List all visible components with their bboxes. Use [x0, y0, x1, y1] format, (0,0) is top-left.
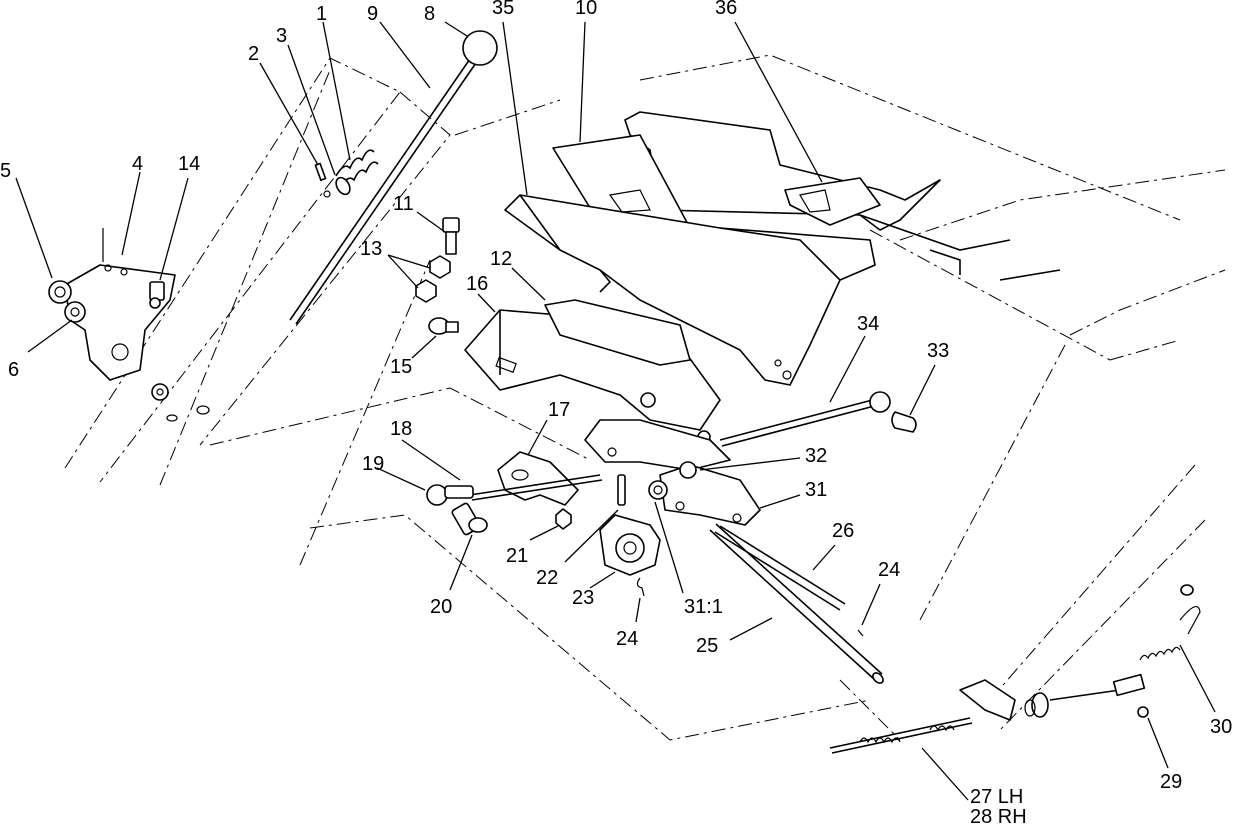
callout-31-1: 31:1 [684, 596, 723, 618]
callout-33: 33 [927, 340, 949, 362]
callout-30: 30 [1210, 716, 1232, 738]
callout-21: 21 [506, 545, 528, 567]
callout-2: 2 [248, 43, 259, 65]
callout-24-upper: 24 [878, 559, 900, 581]
callout-26: 26 [832, 520, 854, 542]
rod-end [426, 484, 448, 506]
actuator-rod [709, 523, 884, 684]
callout-8: 8 [424, 3, 435, 25]
callout-22: 22 [536, 567, 558, 589]
mounting-hardware [415, 217, 460, 335]
bushing-lower [64, 301, 86, 323]
callout-12: 12 [490, 248, 512, 270]
callout-11: 11 [393, 193, 414, 215]
callout-25: 25 [696, 635, 718, 657]
lever-knob [462, 30, 498, 66]
callout-6: 6 [8, 359, 19, 381]
callout-15: 15 [390, 356, 412, 378]
callout-5: 5 [0, 160, 11, 182]
link-rod [719, 391, 917, 447]
callout-24-lower: 24 [616, 628, 638, 650]
callout-4: 4 [132, 153, 143, 175]
bushing-32 [679, 461, 697, 479]
callout-36: 36 [715, 0, 737, 19]
pivot-arm [584, 419, 761, 597]
callout-14: 14 [178, 153, 200, 175]
control-lever [289, 30, 498, 325]
callout-31: 31 [805, 479, 827, 501]
frame-phantom-outline [64, 54, 1226, 741]
callout-23: 23 [572, 587, 594, 609]
callout-28-rh: 28 RH [970, 806, 1027, 828]
callout-34: 34 [857, 313, 879, 335]
callout-9: 9 [367, 3, 378, 25]
callout-29: 29 [1160, 771, 1182, 793]
callout-1: 1 [316, 3, 327, 25]
callout-32: 32 [805, 445, 827, 467]
callout-35: 35 [492, 0, 514, 19]
callout-3: 3 [276, 25, 287, 47]
shield-plate [464, 299, 721, 444]
pivot-bracket [48, 228, 210, 422]
control-cable [829, 584, 1201, 754]
lever-spring [314, 149, 379, 198]
callout-19: 19 [362, 453, 384, 475]
deck-housing [624, 111, 1061, 281]
leader-lines [15, 21, 1216, 801]
callout-27-lh: 27 LH [970, 786, 1023, 808]
control-shroud [504, 134, 876, 386]
callout-20: 20 [430, 596, 452, 618]
bushing-upper [48, 280, 72, 304]
callout-13: 13 [360, 238, 382, 260]
pulley [615, 533, 645, 563]
callout-18: 18 [390, 418, 412, 440]
linkage-assembly [426, 451, 603, 536]
callout-17: 17 [548, 399, 570, 421]
callout-10: 10 [575, 0, 597, 19]
callout-16: 16 [466, 273, 488, 295]
